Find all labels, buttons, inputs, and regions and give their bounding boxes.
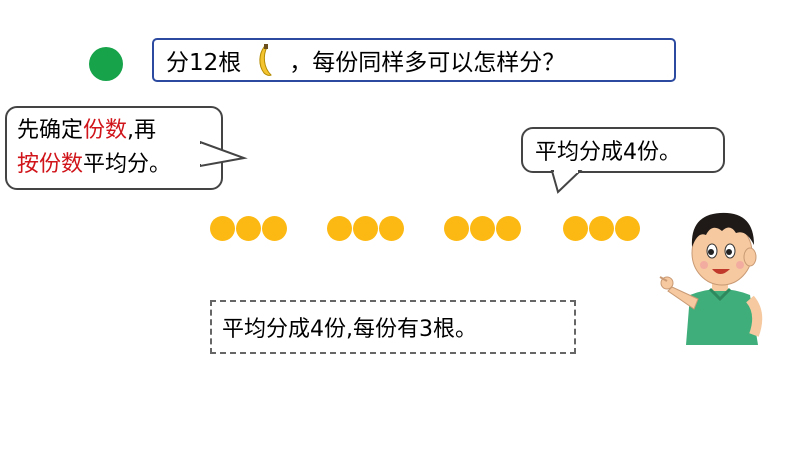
- dot: [444, 216, 469, 241]
- dot: [262, 216, 287, 241]
- answer-box: 平均分成4份,每份有3根。: [210, 300, 576, 354]
- dot: [353, 216, 378, 241]
- text-segment: 平均分。: [83, 152, 172, 177]
- text-segment: 先确定: [17, 118, 84, 143]
- green-bullet: [89, 47, 123, 81]
- bubble-right-text: 平均分成4份。: [535, 140, 681, 165]
- question-part2: ，每份同样多可以怎样分？: [289, 50, 566, 76]
- dot: [236, 216, 261, 241]
- speech-bubble-right: 平均分成4份。: [521, 127, 725, 173]
- dot: [496, 216, 521, 241]
- speech-bubble-left: 先确定份数,再 按份数平均分。: [5, 106, 223, 190]
- dot: [210, 216, 235, 241]
- pointing-boy-illustration: [659, 212, 763, 345]
- dots-row: [210, 216, 650, 242]
- dot: [379, 216, 404, 241]
- text-segment: ,再: [127, 118, 157, 143]
- dot: [327, 216, 352, 241]
- dot: [615, 216, 640, 241]
- dot: [563, 216, 588, 241]
- bubble-left-tail: [200, 140, 248, 168]
- bubble-left-line2: 按份数平均分。: [17, 148, 211, 182]
- question-part1: 分12根: [166, 50, 242, 76]
- bubble-right-tail: [550, 170, 583, 194]
- highlight-text: 份数: [83, 118, 128, 143]
- bubble-left-line1: 先确定份数,再: [17, 114, 211, 148]
- banana-icon: [241, 44, 289, 76]
- dot: [470, 216, 495, 241]
- question-box: 分12根 ，每份同样多可以怎样分？: [152, 38, 676, 82]
- highlight-text: 按份数: [17, 152, 84, 177]
- answer-text: 平均分成4份,每份有3根。: [222, 317, 477, 342]
- dot: [589, 216, 614, 241]
